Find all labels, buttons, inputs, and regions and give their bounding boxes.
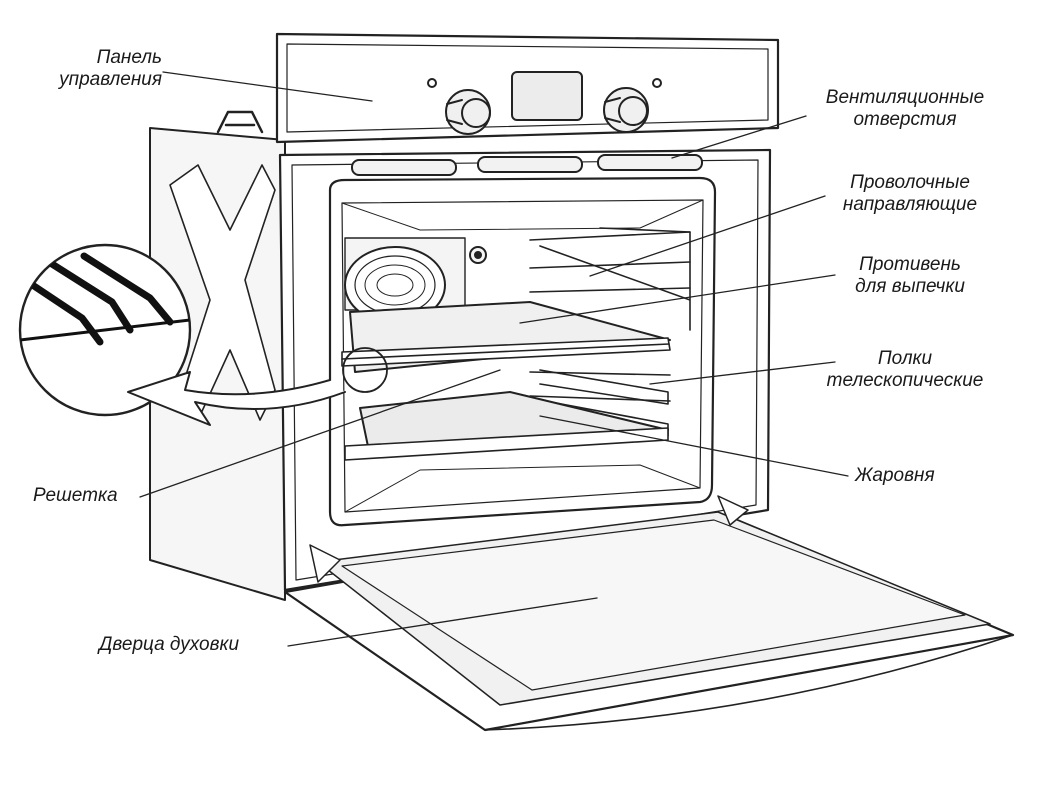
- leader-grid: [139, 369, 501, 498]
- indicator-light-left: [427, 78, 437, 88]
- wire-grid: [341, 337, 671, 367]
- label-oven-door-line1: Дверца духовки: [99, 634, 240, 655]
- label-vents: Вентиляционные отверстия: [800, 87, 1010, 131]
- leader-wire-guides: [589, 195, 826, 277]
- zoom-arrow: [127, 371, 346, 426]
- label-wire-guides: Проволочные направляющие: [815, 172, 1005, 216]
- label-roasting-pan: Жаровня: [855, 465, 935, 487]
- mounting-bracket: [216, 110, 264, 134]
- right-knob: [603, 87, 649, 133]
- leader-vents: [671, 115, 807, 159]
- label-vents-line1: Вентиляционные: [825, 87, 985, 108]
- label-telescopic-shelves-line2: телескопические: [826, 370, 984, 391]
- label-wire-guides-line1: Проволочные: [850, 172, 970, 193]
- leader-lines: [139, 71, 849, 647]
- label-telescopic-shelves: Полки телескопические: [800, 348, 1010, 392]
- label-vents-line2: отверстия: [853, 109, 957, 130]
- label-baking-tray-line2: для выпечки: [855, 276, 965, 297]
- leader-control-panel: [162, 71, 373, 102]
- label-oven-door: Дверца духовки: [99, 634, 239, 656]
- label-telescopic-shelves-line1: Полки: [877, 348, 933, 369]
- convection-fan: [344, 237, 487, 324]
- detail-source-circle: [342, 347, 388, 393]
- label-grid-line1: Решетка: [33, 485, 118, 506]
- leader-baking-tray: [519, 274, 836, 324]
- label-control-panel: Панель управления: [20, 47, 162, 91]
- leader-telescopic-shelves: [649, 361, 836, 385]
- wire-guides: [529, 227, 691, 402]
- label-control-panel-line2: управления: [59, 69, 162, 90]
- display-window: [511, 71, 583, 121]
- control-panel: [275, 32, 780, 144]
- label-baking-tray-line1: Противень: [859, 254, 961, 275]
- zoom-detail: [18, 243, 192, 417]
- label-baking-tray: Противень для выпечки: [820, 254, 1000, 298]
- ventilation-slots: [351, 154, 703, 176]
- lower-rack: [344, 427, 669, 461]
- label-wire-guides-line2: направляющие: [842, 194, 978, 215]
- left-knob: [445, 89, 491, 135]
- label-control-panel-line1: Панель: [96, 47, 162, 68]
- indicator-light-right: [652, 78, 662, 88]
- leader-roasting-pan: [539, 415, 849, 477]
- leader-oven-door: [287, 597, 598, 647]
- label-roasting-pan-line1: Жаровня: [855, 465, 935, 486]
- label-grid: Решетка: [33, 485, 118, 507]
- oven-door: [283, 495, 1015, 732]
